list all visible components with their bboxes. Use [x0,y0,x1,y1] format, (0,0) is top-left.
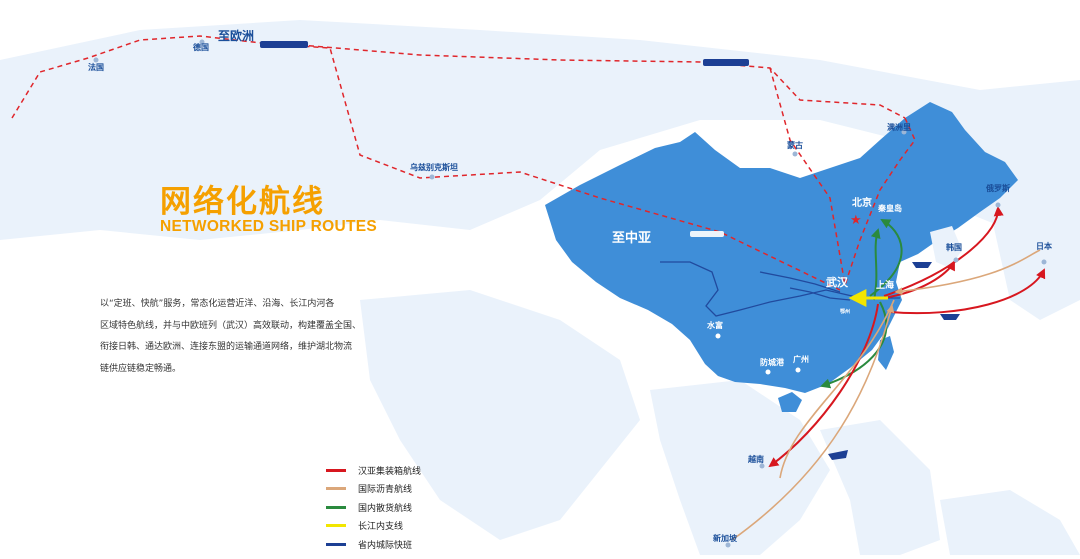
korea-peninsula [930,226,962,268]
legend-swatch-red [326,468,346,472]
pin-icon [1041,259,1047,265]
section-title: 网络化航线 [160,184,325,220]
label-shuifu: 水富 [706,320,723,330]
taiwan-island [878,336,894,370]
label-korea: 韩国 [946,242,962,252]
pin-icon [725,542,731,548]
description-line: 链供应链稳定畅通。 [100,363,182,374]
legend-item: 长江内支线 [326,517,421,536]
label-to-central-asia: 至中亚 [612,230,651,246]
description-line: 衔接日韩、通达欧洲、连接东盟的运输通道网络，维护湖北物流 [100,342,353,353]
pin-icon [792,151,798,157]
label-singapore: 新加坡 [713,533,738,543]
legend-item: 汉亚集装箱航线 [326,461,421,480]
label-fangchenggang: 防城港 [760,357,785,367]
label-russia: 俄罗斯 [985,183,1010,193]
beijing-star-icon: ★ [850,213,862,228]
ship-icon [912,262,932,268]
label-manzhouli: 满洲里 [887,122,911,132]
legend-label: 省内城际快班 [358,540,413,551]
pin-icon [93,57,99,63]
legend-item: 国内散货航线 [326,498,421,517]
legend-label: 国际沥青航线 [358,485,413,496]
pin-icon [795,367,801,373]
train-icon [260,41,308,48]
description: 以“定班、快航”服务，常态化运营近洋、沿海、长江内河各 区域特色航线，并与中欧班… [100,294,362,380]
train-icon [703,59,749,66]
legend-label: 汉亚集装箱航线 [358,466,422,477]
label-wuhan: 武汉 [826,275,849,289]
legend-swatch-green [326,505,346,509]
description-line: 区域特色航线，并与中欧班列（武汉）高效联动，构建覆盖全国、 [100,320,362,331]
ship-icon [828,450,848,460]
pin-icon [765,369,771,375]
pin-icon [199,39,205,45]
label-vietnam: 越南 [747,454,764,464]
label-mongolia: 蒙古 [787,140,803,150]
asphalt-routes [731,249,1041,541]
pin-icon [995,202,1001,208]
pin-icon [901,129,907,135]
china-landmass [545,102,1018,393]
map-labels: 至欧洲 法国 德国 乌兹别克斯坦 蒙古 满洲里 俄罗斯 韩国 日本 越南 新加坡… [88,28,1052,543]
legend-item: 省内城际快班 [326,535,421,554]
description-line: 以“定班、快航”服务，常态化运营近洋、沿海、长江内河各 [100,299,335,309]
pin-icon [715,333,721,339]
section-subtitle: NETWORKED SHIP ROUTES [160,218,378,235]
transport-icons [260,41,960,460]
legend-swatch-tan [326,487,346,491]
legend-label: 国内散货航线 [358,503,413,514]
label-guangzhou: 广州 [793,354,809,364]
legend-swatch-yellow [326,524,346,528]
label-germany: 德国 [193,42,209,52]
label-shanghai: 上海 [876,279,894,291]
legend-label: 长江内支线 [358,522,404,533]
background-land [0,20,1080,555]
label-to-europe: 至欧洲 [218,28,254,43]
pin-icon [429,174,435,180]
hainan-island [778,392,802,412]
legend-item: 国际沥青航线 [326,480,421,499]
pin-icon [953,257,959,263]
domestic-bulk-routes [820,219,903,389]
label-beijing: 北京 [852,196,872,209]
label-ezhou: 鄂州 [840,308,850,315]
legend-swatch-navy [326,542,346,546]
train-icon [690,231,724,237]
pin-icon [759,463,765,469]
location-pins [93,39,1047,548]
label-japan: 日本 [1036,241,1052,251]
label-qinhuangdao: 秦皇岛 [877,203,902,213]
legend: 汉亚集装箱航线 国际沥青航线 国内散货航线 长江内支线 省内城际快班 [326,461,421,554]
ship-icon [940,314,960,320]
label-france: 法国 [88,62,104,72]
label-uzbekistan: 乌兹别克斯坦 [410,162,458,172]
